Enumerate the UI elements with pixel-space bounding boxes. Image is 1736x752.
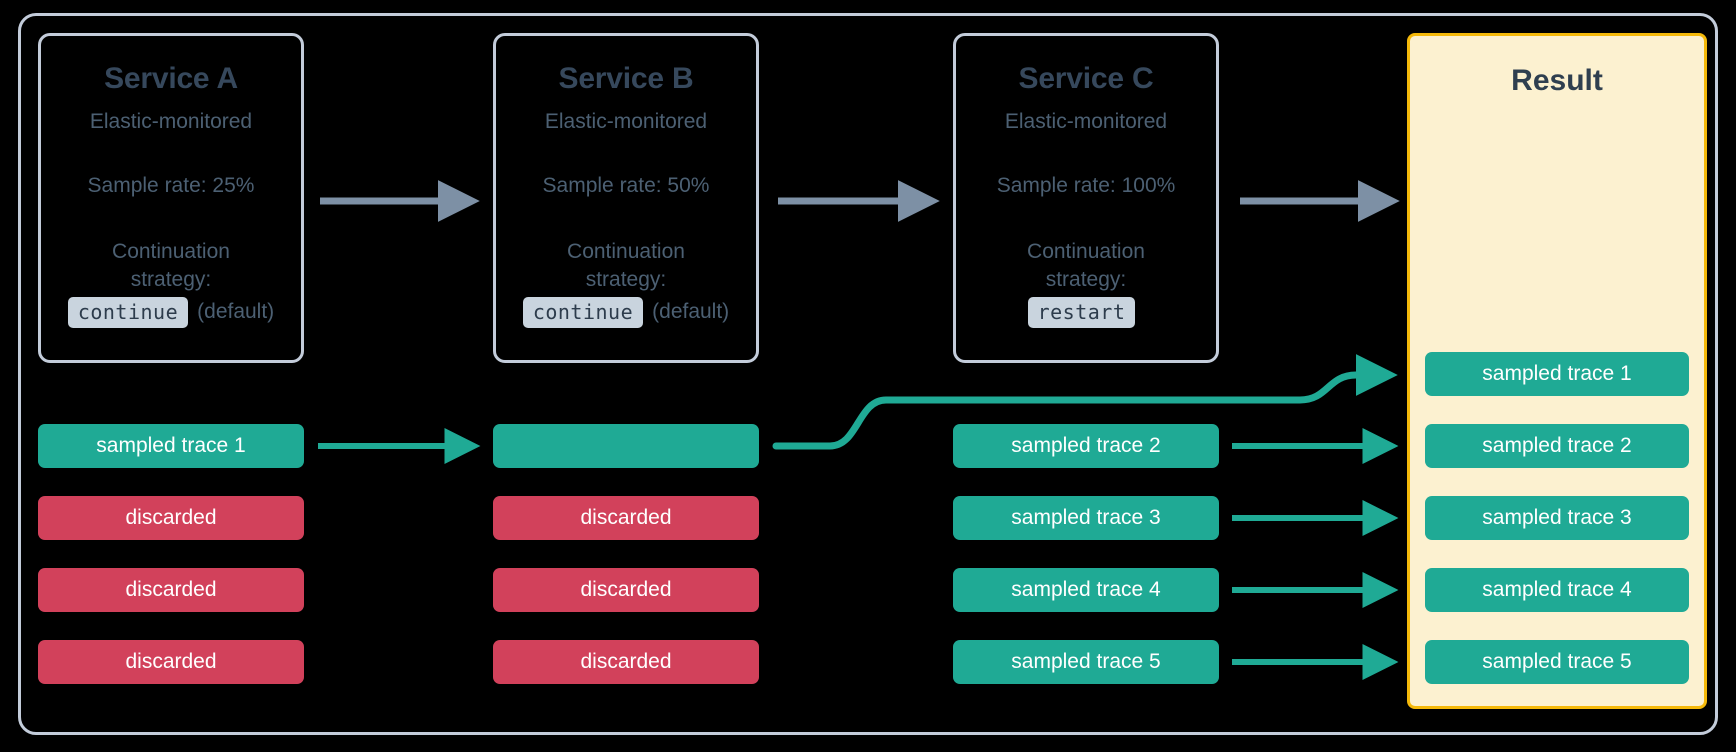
trace-pill-b-3: discarded (493, 568, 759, 612)
service-box-a: Service A Elastic-monitored Sample rate:… (38, 33, 304, 363)
service-c-title: Service C (1018, 62, 1154, 95)
result-pill-1: sampled trace 1 (1425, 352, 1689, 396)
service-b-strategy-line1: Continuation (567, 240, 685, 263)
service-b-strategy-note: (default) (652, 300, 730, 324)
result-title: Result (1511, 64, 1603, 97)
trace-pill-a-3: discarded (38, 568, 304, 612)
service-a-strategy-value: continue (default) (41, 296, 301, 328)
trace-pill-b-1 (493, 424, 759, 468)
trace-pill-c-3: sampled trace 4 (953, 568, 1219, 612)
service-a-strategy-code: continue (67, 296, 189, 328)
service-box-c: Service C Elastic-monitored Sample rate:… (953, 33, 1219, 363)
service-b-strategy-label: Continuation strategy: (496, 238, 756, 295)
trace-pill-b-4: discarded (493, 640, 759, 684)
service-a-strategy-note: (default) (197, 300, 275, 324)
service-box-b: Service B Elastic-monitored Sample rate:… (493, 33, 759, 363)
service-b-strategy-value: continue (default) (496, 296, 756, 328)
result-pill-5: sampled trace 5 (1425, 640, 1689, 684)
service-a-strategy-line2: strategy: (130, 268, 212, 292)
service-a-strategy-line1: Continuation (112, 240, 230, 263)
trace-pill-b-2: discarded (493, 496, 759, 540)
service-c-sample-rate: Sample rate: 100% (996, 174, 1176, 197)
trace-pill-a-4: discarded (38, 640, 304, 684)
trace-pill-a-2: discarded (38, 496, 304, 540)
service-c-strategy-value: restart (956, 296, 1216, 328)
service-a-strategy-label: Continuation strategy: (41, 238, 301, 295)
service-c-strategy-line2: strategy: (1045, 268, 1127, 292)
service-b-strategy-line2: strategy: (585, 268, 667, 292)
trace-pill-c-2: sampled trace 3 (953, 496, 1219, 540)
service-b-monitoring: Elastic-monitored (544, 110, 708, 133)
service-a-title: Service A (104, 62, 238, 95)
service-c-strategy-code: restart (1027, 296, 1136, 328)
trace-pill-c-1: sampled trace 2 (953, 424, 1219, 468)
result-pill-3: sampled trace 3 (1425, 496, 1689, 540)
service-a-sample-rate: Sample rate: 25% (87, 174, 255, 197)
service-c-strategy-label: Continuation strategy: (956, 238, 1216, 295)
service-b-strategy-code: continue (522, 296, 644, 328)
result-pill-2: sampled trace 2 (1425, 424, 1689, 468)
trace-pill-c-4: sampled trace 5 (953, 640, 1219, 684)
trace-pill-a-1: sampled trace 1 (38, 424, 304, 468)
service-a-monitoring: Elastic-monitored (89, 110, 253, 133)
service-b-title: Service B (558, 62, 694, 95)
service-c-strategy-line1: Continuation (1027, 240, 1145, 263)
service-b-sample-rate: Sample rate: 50% (542, 174, 710, 197)
service-c-monitoring: Elastic-monitored (1004, 110, 1168, 133)
result-pill-4: sampled trace 4 (1425, 568, 1689, 612)
